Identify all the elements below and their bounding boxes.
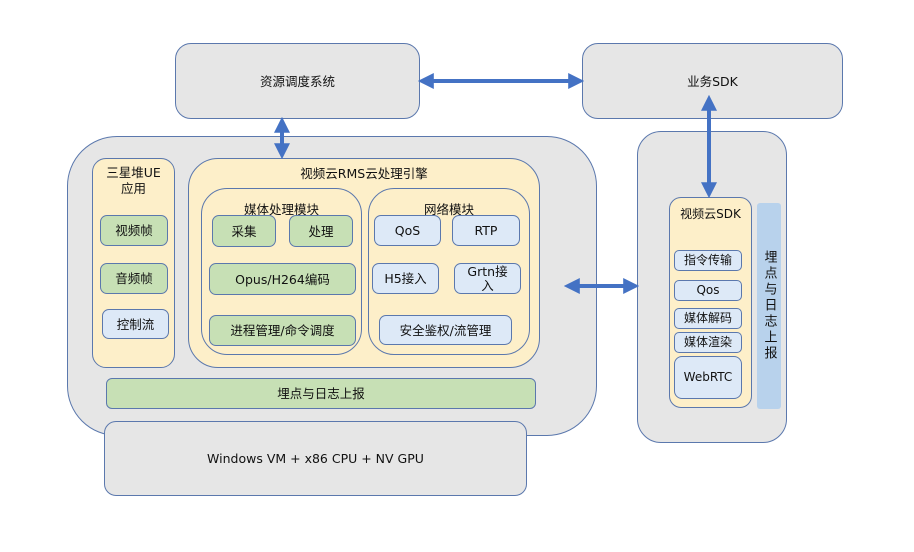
ue-audio-frame-label: 音频帧 <box>115 271 153 286</box>
client-media-render-label: 媒体渲染 <box>683 335 732 350</box>
media-module-title: 媒体处理模块 <box>243 202 319 217</box>
media-process: 处理 <box>289 215 353 247</box>
network-rtp: RTP <box>452 215 520 246</box>
ue-control-stream-label: 控制流 <box>116 316 155 332</box>
platform-label: Windows VM + x86 CPU + NV GPU <box>207 451 424 466</box>
network-auth-stream-mgmt: 安全鉴权/流管理 <box>379 315 512 345</box>
ue-audio-frame: 音频帧 <box>100 263 168 294</box>
network-qos: QoS <box>374 215 441 246</box>
ue-video-frame-label: 视频帧 <box>115 223 153 238</box>
media-process-mgmt: 进程管理/命令调度 <box>209 315 356 346</box>
network-module-title: 网络模块 <box>423 202 474 217</box>
network-grtn-access-label: Grtn接入 <box>467 263 508 293</box>
business-sdk-label: 业务SDK <box>687 73 738 89</box>
client-webrtc-label: WebRTC <box>683 370 733 385</box>
network-auth-stream-mgmt-label: 安全鉴权/流管理 <box>399 322 492 338</box>
client-media-decode-label: 媒体解码 <box>683 311 732 326</box>
media-capture-label: 采集 <box>231 223 257 239</box>
ue-app-title-line2: 应用 <box>120 180 146 196</box>
network-grtn-access: Grtn接入 <box>454 263 521 294</box>
resource-scheduler-label: 资源调度系统 <box>259 73 335 89</box>
client-webrtc: WebRTC <box>674 356 742 399</box>
media-encode: Opus/H264编码 <box>209 263 356 295</box>
platform-box: Windows VM + x86 CPU + NV GPU <box>104 421 527 496</box>
client-logging-side-bar: 埋点与日志上报 <box>757 203 781 409</box>
network-qos-label: QoS <box>394 223 421 238</box>
network-rtp-label: RTP <box>474 223 498 238</box>
ue-app-title-line1: 三星堆UE <box>106 165 161 180</box>
client-command-transport-label: 指令传输 <box>683 253 732 268</box>
client-logging-side-label: 埋点与日志上报 <box>761 250 777 362</box>
client-qos-label: Qos <box>696 283 720 298</box>
resource-scheduler-box: 资源调度系统 <box>175 43 420 119</box>
media-process-mgmt-label: 进程管理/命令调度 <box>230 323 335 338</box>
server-logging-bar: 埋点与日志上报 <box>106 378 536 409</box>
network-h5-access: H5接入 <box>372 263 439 294</box>
client-media-decode: 媒体解码 <box>674 308 742 329</box>
server-logging-label: 埋点与日志上报 <box>277 386 365 401</box>
media-encode-label: Opus/H264编码 <box>235 271 330 287</box>
rms-engine-title: 视频云RMS云处理引擎 <box>300 166 428 181</box>
network-h5-access-label: H5接入 <box>384 271 427 286</box>
ue-video-frame: 视频帧 <box>100 215 168 246</box>
client-media-render: 媒体渲染 <box>674 332 742 353</box>
media-process-label: 处理 <box>308 223 334 239</box>
client-qos: Qos <box>674 280 742 301</box>
client-sdk-title: 视频云SDK <box>680 207 741 221</box>
media-capture: 采集 <box>212 215 276 247</box>
ue-control-stream: 控制流 <box>102 309 169 339</box>
client-command-transport: 指令传输 <box>674 250 742 271</box>
